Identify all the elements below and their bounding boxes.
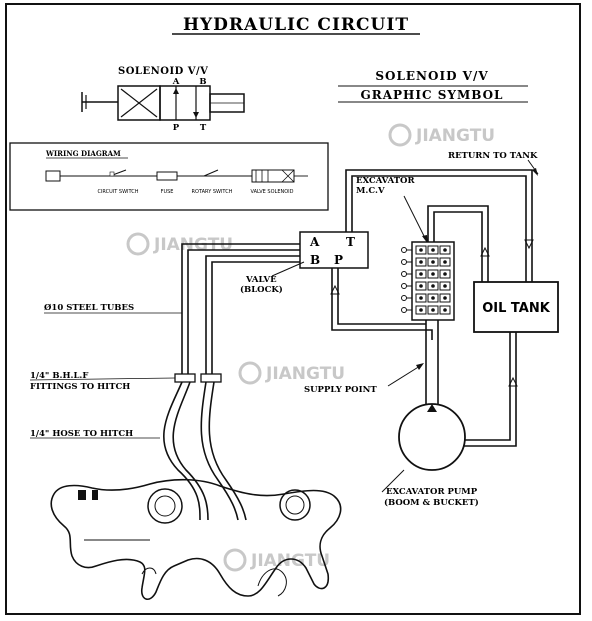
- block-port-b: B: [310, 253, 320, 267]
- mcv-spool-row: [401, 257, 451, 267]
- wiring-item-circuit-switch: CIRCUIT SWITCH: [97, 189, 138, 195]
- pump-label-1: EXCAVATOR PUMP: [386, 487, 478, 497]
- excavator-mcv-label-1: EXCAVATOR: [356, 176, 415, 186]
- pump-label-2: (BOOM & BUCKET): [384, 497, 479, 508]
- wiring-item-rotary-switch: ROTARY SWITCH: [192, 189, 233, 195]
- mcv-stack: [401, 241, 455, 321]
- graphic-symbol-line2: GRAPHIC SYMBOL: [360, 88, 503, 102]
- return-line: [345, 169, 534, 282]
- watermark-4: JIANGTU: [223, 548, 330, 572]
- watermark-3: JIANGTU: [238, 361, 345, 385]
- page-title: HYDRAULIC CIRCUIT: [183, 15, 409, 35]
- solenoid-port-p: P: [173, 123, 180, 133]
- wiring-title: WIRING DIAGRAM: [45, 149, 121, 158]
- solenoid-valve-symbol: SOLENOID V/V A B P T: [81, 66, 245, 133]
- hose-label: 1/4" HOSE TO HITCH: [30, 429, 133, 439]
- quick-hitch: [50, 478, 342, 600]
- mcv-spool-row: [401, 305, 451, 315]
- watermark-group: JIANGTU JIANGTU JIANGTU JIANGTU: [126, 123, 495, 572]
- solenoid-port-a: A: [172, 77, 180, 87]
- steel-tubes-label: Ø10 STEEL TUBES: [44, 302, 134, 313]
- svg-text:JIANGTU: JIANGTU: [265, 364, 345, 384]
- solenoid-port-b: B: [199, 77, 206, 87]
- valve-label-2: (BLOCK): [240, 284, 283, 295]
- solenoid-port-t: T: [200, 123, 207, 133]
- fittings-label-1: 1/4" B.H.L.F: [30, 371, 88, 381]
- mcv-spool-row: [401, 245, 451, 255]
- wiring-item-valve-solenoid: VALVE SOLENOID: [251, 189, 294, 195]
- outer-border: [5, 3, 581, 615]
- svg-text:JIANGTU: JIANGTU: [415, 126, 495, 146]
- svg-text:JIANGTU: JIANGTU: [250, 551, 330, 571]
- hoses-to-hitch: [163, 381, 247, 521]
- tank-to-pump-line: [460, 332, 518, 447]
- valve-block: A T B P: [299, 231, 369, 269]
- fittings: [174, 373, 222, 383]
- solenoid-label: SOLENOID V/V: [118, 66, 208, 77]
- wiring-item-fuse: FUSE: [161, 189, 174, 195]
- block-port-t: T: [346, 235, 355, 249]
- mcv-spool-row: [401, 281, 451, 291]
- mcv-spool-row: [401, 269, 451, 279]
- excavator-pump: [398, 403, 466, 471]
- wiring-diagram: WIRING DIAGRAM CIRCUIT SWITCH FUSE ROTAR…: [9, 142, 329, 211]
- return-to-tank-label: RETURN TO TANK: [448, 151, 538, 161]
- graphic-symbol-line1: SOLENOID V/V: [375, 69, 488, 83]
- supply-line: [330, 268, 433, 340]
- watermark-1: JIANGTU: [388, 123, 495, 147]
- mcv-spool-row: [401, 293, 451, 303]
- supply-point-label: SUPPLY POINT: [304, 385, 377, 395]
- oil-tank-label: OIL TANK: [482, 301, 550, 316]
- block-port-p: P: [334, 253, 343, 267]
- fittings-label-2: FITTINGS TO HITCH: [30, 382, 130, 392]
- svg-text:JIANGTU: JIANGTU: [153, 235, 233, 255]
- oil-tank: OIL TANK: [473, 281, 559, 333]
- graphic-symbol-caption: SOLENOID V/V GRAPHIC SYMBOL: [338, 69, 528, 103]
- steel-tubes: [181, 243, 300, 376]
- mcv-lines: [425, 205, 490, 410]
- valve-label-1: VALVE: [245, 275, 277, 285]
- block-port-a: A: [309, 235, 320, 249]
- excavator-mcv-label-2: M.C.V: [356, 186, 385, 196]
